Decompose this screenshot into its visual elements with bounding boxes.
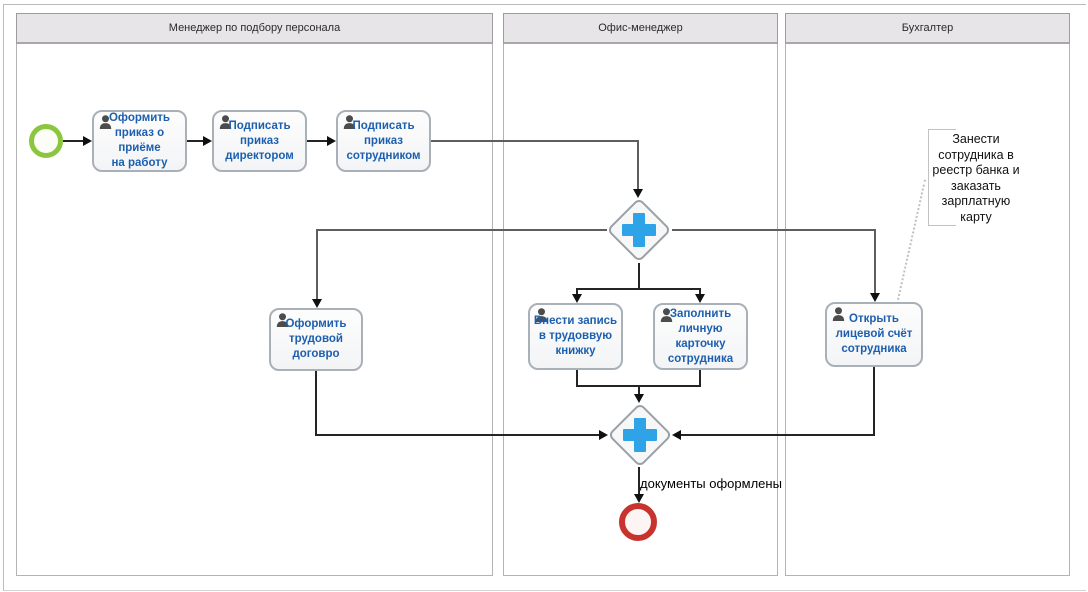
parallel-gateway-join[interactable]	[607, 402, 673, 468]
lane-title: Менеджер по подбору персонала	[168, 22, 341, 34]
lane-accountant-header: Бухгалтер	[785, 13, 1070, 44]
flow-to-workbook-v	[576, 288, 578, 295]
flow-workbook-down	[576, 370, 578, 386]
lane-title: Бухгалтер	[901, 22, 954, 34]
user-icon	[219, 115, 232, 129]
start-event[interactable]	[29, 124, 63, 158]
annotation-bracket	[928, 225, 956, 226]
flow-account-down	[873, 367, 875, 435]
flow-split-to-account-h	[672, 229, 876, 231]
arrowhead	[327, 136, 336, 146]
arrowhead	[870, 293, 880, 302]
task-label: Заполнить личную карточку сотрудника	[667, 307, 734, 365]
arrowhead	[572, 294, 582, 303]
arrowhead	[83, 136, 92, 146]
flow-split-branch-h	[577, 288, 700, 290]
lane-hr-manager-header: Менеджер по подбору персонала	[16, 13, 493, 44]
task-workbook[interactable]: Внести запись в трудоввую книжку	[528, 303, 623, 370]
plus-icon	[633, 213, 645, 247]
annotation-bracket	[928, 129, 929, 225]
flow-label-documents-ready: документы оформлены	[640, 476, 782, 491]
task-account[interactable]: Открыть лицевой счёт сотрудника	[825, 302, 923, 367]
arrowhead	[695, 294, 705, 303]
flow-employee-to-split-h	[431, 140, 639, 142]
task-label: Подписать приказ директором	[225, 119, 294, 162]
user-icon	[660, 308, 673, 322]
task-sign-employee[interactable]: Подписать приказ сотрудником	[336, 110, 431, 172]
arrowhead	[634, 494, 644, 503]
diagram-border	[3, 4, 1086, 591]
plus-icon	[634, 418, 646, 452]
lane-hr-manager: Менеджер по подбору персонала	[16, 13, 493, 576]
arrowhead	[672, 430, 681, 440]
flow-merge-to-join	[638, 385, 640, 395]
flow-employee-to-split-v	[637, 140, 639, 190]
flow-director-to-employee	[307, 140, 328, 142]
flow-split-down	[638, 263, 640, 288]
flow-split-to-contract-v	[316, 229, 318, 299]
flow-to-card-v	[699, 288, 701, 295]
task-label: Оформить трудовой договро	[285, 318, 347, 360]
end-event[interactable]	[619, 503, 657, 541]
flow-contract-down	[315, 371, 317, 435]
flow-order-to-director	[187, 140, 204, 142]
arrowhead	[634, 394, 644, 403]
annotation-bracket	[928, 129, 956, 130]
parallel-gateway-split[interactable]	[606, 197, 672, 263]
flow-contract-to-join	[315, 434, 600, 436]
task-label: Подписать приказ сотрудником	[346, 119, 421, 162]
user-icon	[343, 115, 356, 129]
arrowhead	[203, 136, 212, 146]
text-annotation[interactable]: Занести сотрудника в реестр банка и зака…	[928, 129, 1023, 226]
arrowhead	[599, 430, 608, 440]
flow-card-down	[699, 370, 701, 386]
arrowhead	[633, 189, 643, 198]
user-icon	[276, 313, 289, 327]
task-sign-director[interactable]: Подписать приказ директором	[212, 110, 307, 172]
task-label: Оформить приказ о приёме на работу	[108, 112, 171, 169]
arrowhead	[312, 299, 322, 308]
task-contract[interactable]: Оформить трудовой договро	[269, 308, 363, 371]
task-order[interactable]: Оформить приказ о приёме на работу	[92, 110, 187, 172]
task-personal-card[interactable]: Заполнить личную карточку сотрудника	[653, 303, 748, 370]
flow-split-to-contract-h	[317, 229, 607, 231]
user-icon	[99, 115, 112, 129]
task-label: Внести запись в трудоввую книжку	[533, 315, 618, 357]
flow-split-to-account-v	[874, 229, 876, 293]
annotation-text: Занести сотрудника в реестр банка и зака…	[932, 132, 1020, 224]
flow-join-to-end	[638, 467, 640, 495]
flow-account-to-join	[681, 434, 875, 436]
lane-office-manager-header: Офис-менеджер	[503, 13, 778, 44]
task-label: Открыть лицевой счёт сотрудника	[835, 313, 913, 355]
lane-accountant: Бухгалтер	[785, 13, 1070, 576]
lane-office-manager: Офис-менеджер	[503, 13, 778, 576]
flow-start-to-order	[63, 140, 84, 142]
user-icon	[832, 307, 845, 321]
user-icon	[535, 308, 548, 322]
lane-title: Офис-менеджер	[598, 22, 683, 34]
